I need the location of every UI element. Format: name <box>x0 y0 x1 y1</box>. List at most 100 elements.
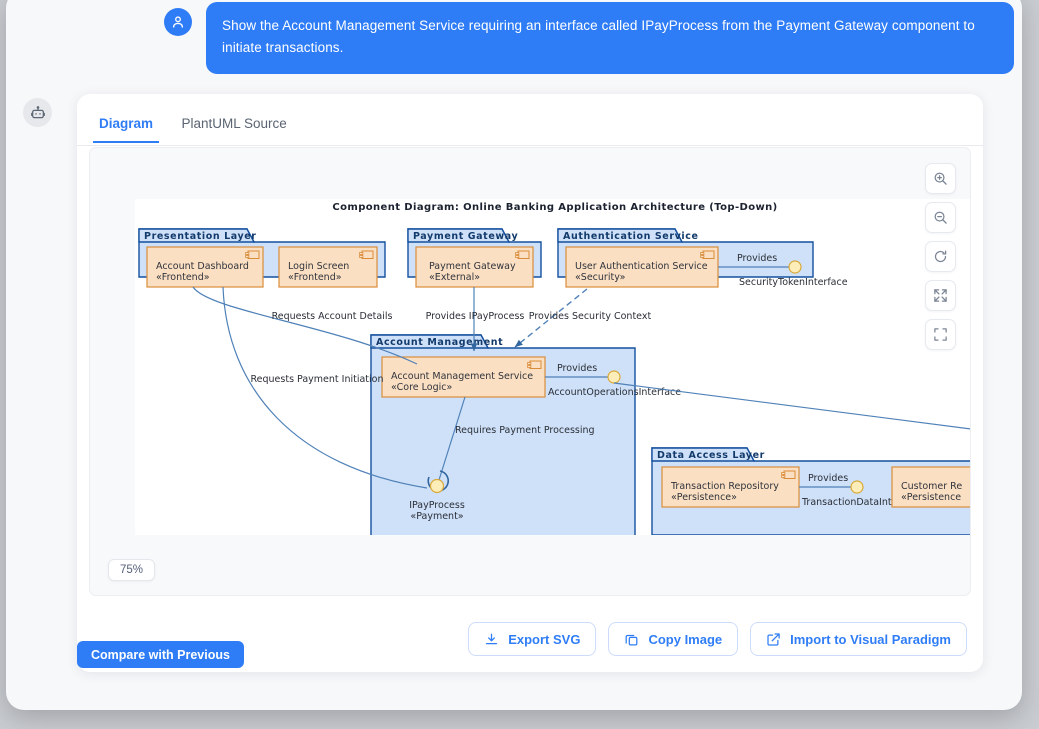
zoom-out-icon <box>934 211 947 224</box>
package-label: Account Management <box>376 337 503 348</box>
component-user-authentication-service[interactable]: User Authentication Service «Security» <box>565 246 719 288</box>
interface-ball <box>850 480 864 494</box>
import-visual-paradigm-label: Import to Visual Paradigm <box>790 631 951 647</box>
compare-with-previous-button[interactable]: Compare with Previous <box>77 641 244 668</box>
component-name: Login Screen <box>288 261 349 272</box>
package-label: Data Access Layer <box>657 450 765 461</box>
interface-stereotype: «Payment» <box>410 511 463 522</box>
user-message-bubble: Show the Account Management Service requ… <box>206 2 1014 74</box>
component-name: Account Management Service <box>391 371 533 382</box>
package-tab <box>407 228 511 243</box>
component-icon-pin-top <box>515 252 520 255</box>
provides-label: Provides <box>557 363 597 374</box>
interface-ipayprocess[interactable]: IPayProcess «Payment» <box>409 396 466 522</box>
fit-screen-button[interactable] <box>925 280 956 311</box>
reset-button[interactable] <box>925 241 956 272</box>
edge-label-requires-payment-processing: Requires Payment Processing <box>455 425 595 436</box>
export-svg-label: Export SVG <box>508 631 581 647</box>
component-stereotype: «Frontend» <box>156 272 210 283</box>
tab-plantuml-source[interactable]: PlantUML Source <box>181 116 287 131</box>
assistant-avatar <box>23 98 52 127</box>
import-visual-paradigm-button[interactable]: Import to Visual Paradigm <box>750 622 967 656</box>
package-label: Presentation Layer <box>144 231 257 242</box>
action-bar: Export SVG Copy Image Import to Visual P… <box>468 622 967 656</box>
component-icon-pin-bottom <box>359 255 364 258</box>
component-icon-pin-top <box>359 252 364 255</box>
fullscreen-button[interactable] <box>925 319 956 350</box>
package-account-management: Account Management Account Management Se… <box>370 334 681 535</box>
interface-ball <box>788 260 802 274</box>
tab-bar: Diagram PlantUML Source <box>77 110 983 146</box>
component-icon-pin-bottom <box>515 255 520 258</box>
component-icon <box>517 250 530 259</box>
interface-name: IPayProcess <box>409 500 465 511</box>
provides-label: Provides <box>737 253 777 264</box>
edge-label: Requests Payment Initiation <box>250 374 383 385</box>
package-tab <box>651 447 756 462</box>
component-box <box>661 466 800 508</box>
diagram-card: Diagram PlantUML Source Component Diagra… <box>77 94 983 672</box>
component-customer-repository[interactable]: Customer Re «Persistence <box>891 466 971 508</box>
edge-requests-account-details: Requests Account Details <box>192 286 418 365</box>
component-name: User Authentication Service <box>575 261 708 272</box>
fit-screen-icon <box>934 289 947 302</box>
zoom-controls <box>925 163 956 350</box>
edge-provides-security-context: Provides Security Context <box>514 288 652 348</box>
interface-ball <box>429 478 445 494</box>
interface-transaction-data[interactable]: Provides TransactionDataInterface <box>799 473 922 508</box>
component-box <box>891 466 970 508</box>
package-data-access-layer: Data Access Layer Transaction Repository… <box>651 447 971 535</box>
interface-name: SecurityTokenInterface <box>739 277 848 288</box>
component-box <box>565 246 719 288</box>
component-account-management-service[interactable]: Account Management Service «Core Logic» <box>381 356 546 398</box>
package-tab <box>370 334 490 349</box>
provides-label: Provides <box>808 473 848 484</box>
component-icon-pin-top <box>781 472 786 475</box>
component-transaction-repository[interactable]: Transaction Repository «Persistence» <box>661 466 800 508</box>
component-icon-pin-top <box>527 362 532 365</box>
component-icon-pin-bottom <box>245 255 250 258</box>
component-login-screen[interactable]: Login Screen «Frontend» <box>278 246 378 288</box>
user-icon <box>173 16 183 28</box>
export-svg-button[interactable]: Export SVG <box>468 622 597 656</box>
zoom-level-indicator[interactable]: 75% <box>108 559 156 581</box>
edge-label: Provides Security Context <box>529 311 652 322</box>
component-box <box>381 356 546 398</box>
interface-security-token[interactable]: Provides SecurityTokenInterface <box>718 253 848 288</box>
component-payment-gateway[interactable]: Payment Gateway «External» <box>415 246 534 288</box>
component-stereotype: «Frontend» <box>288 272 342 283</box>
zoom-out-button[interactable] <box>925 202 956 233</box>
component-icon <box>702 250 715 259</box>
interface-name: AccountOperationsInterface <box>548 387 681 398</box>
component-icon <box>247 250 260 259</box>
reset-icon <box>934 250 947 263</box>
package-payment-gateway: Payment Gateway Payment Gateway «Externa… <box>407 228 542 288</box>
copy-image-label: Copy Image <box>648 631 723 647</box>
package-tab <box>138 228 256 243</box>
component-icon-pin-bottom <box>700 255 705 258</box>
interface-name: TransactionDataInterface <box>801 497 922 508</box>
edge-provides-ipayprocess: Provides IPayProcess <box>426 287 524 352</box>
copy-icon <box>626 634 638 645</box>
edge-line <box>514 288 588 348</box>
zoom-in-button[interactable] <box>925 163 956 194</box>
component-account-dashboard[interactable]: Account Dashboard «Frontend» <box>146 246 264 288</box>
component-stereotype: «Persistence <box>901 492 961 503</box>
uml-component-diagram: Component Diagram: Online Banking Applic… <box>138 202 971 535</box>
requires-connector <box>438 396 466 481</box>
edge-requests-payment-initiation: Requests Payment Initiation <box>222 286 428 489</box>
edge-line <box>222 286 428 489</box>
fullscreen-icon <box>934 328 947 341</box>
package-label: Payment Gateway <box>413 231 518 242</box>
edge-label: Requests Account Details <box>272 311 393 322</box>
component-stereotype: «Security» <box>575 272 626 283</box>
copy-image-button[interactable]: Copy Image <box>608 622 739 656</box>
diagram-canvas[interactable]: Component Diagram: Online Banking Applic… <box>135 199 971 535</box>
component-stereotype: «Persistence» <box>671 492 737 503</box>
component-icon-pin-top <box>245 252 250 255</box>
tab-diagram[interactable]: Diagram <box>87 116 165 143</box>
package-label: Authentication Service <box>563 231 699 242</box>
component-icon <box>783 470 796 479</box>
diagram-viewport[interactable]: Component Diagram: Online Banking Applic… <box>89 147 971 596</box>
